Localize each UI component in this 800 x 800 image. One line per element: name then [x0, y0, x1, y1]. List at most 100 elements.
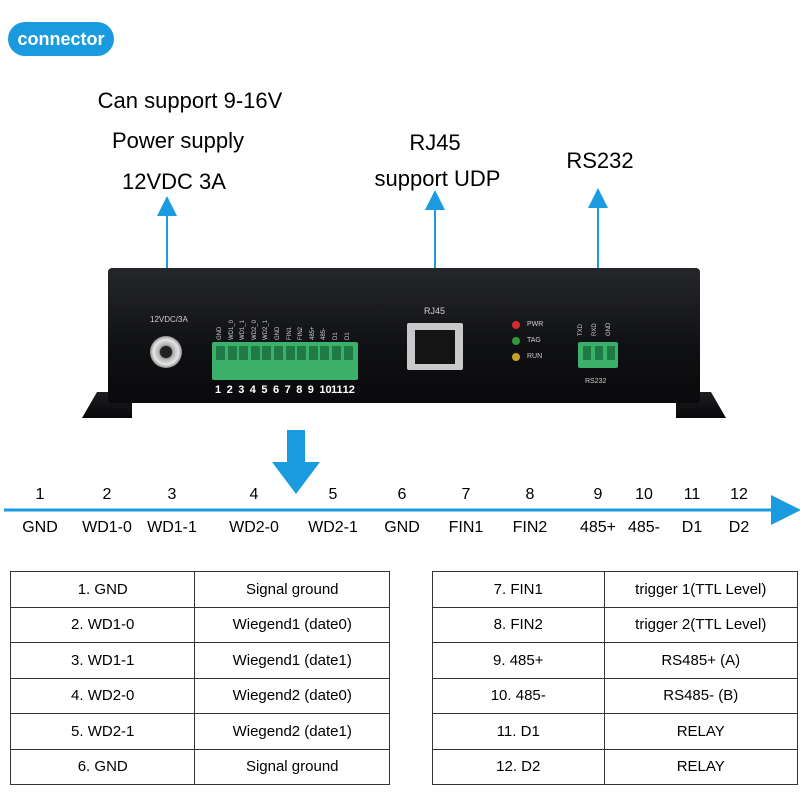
pin-description-cell: trigger 1(TTL Level) — [603, 571, 798, 608]
terminal-screw — [320, 346, 330, 360]
terminal-pin-label: WD1_0 — [228, 319, 235, 340]
power-annotation-line-1: Can support 9-16V — [97, 88, 283, 113]
led-run-label: RUN — [527, 353, 543, 360]
pin-number: 8 — [525, 486, 535, 503]
device-front-panel — [108, 268, 700, 403]
rs232-device-label: RS232 — [585, 378, 607, 385]
terminal-screw — [227, 346, 237, 360]
led-pwr-label: PWR — [527, 321, 544, 328]
terminal-screw — [216, 346, 225, 360]
rs232-pin-label-gnd: GND — [606, 322, 612, 336]
pin-name-cell: 10. 485- — [432, 677, 605, 714]
rs232-pin-label-rxd: RXD — [592, 323, 598, 336]
pin-description-cell: Wiegend2 (date0) — [194, 677, 390, 714]
pin-signal-label: WD1-0 — [82, 519, 132, 536]
pin-name-cell: 11. D1 — [432, 713, 605, 750]
pin-number: 12 — [730, 486, 748, 503]
rs232-annotation: RS232 — [566, 148, 634, 173]
rs232-pin-label-txd: TXD — [578, 324, 584, 336]
pin-signal-label: FIN1 — [448, 519, 484, 536]
pin-description-cell: RS485+ (A) — [603, 642, 798, 679]
pin-signal-label: WD1-1 — [147, 519, 197, 536]
power-annotation-line-2: Power supply — [111, 128, 245, 153]
terminal-pin-label: 485+ — [309, 326, 316, 340]
terminal-pin-label: 485- — [321, 327, 328, 340]
terminal-pin-label: WD2_1 — [263, 319, 270, 340]
pin-description-cell: Wiegend2 (date1) — [194, 713, 390, 750]
terminal-screw — [343, 346, 353, 360]
terminal-number: 10 — [319, 384, 332, 396]
rj45-port-opening — [415, 330, 455, 364]
terminal-pin-label: GND — [217, 326, 223, 340]
power-annotation-line-3: 12VDC 3A — [122, 169, 226, 194]
pin-signal-label: GND — [22, 519, 58, 536]
table-row: 9. 485+RS485+ (A) — [432, 642, 798, 679]
pin-number: 6 — [397, 486, 407, 503]
pin-name-cell: 2. WD1-0 — [9, 606, 196, 643]
terminal-number: 9 — [307, 384, 314, 396]
led-tag-label: TAG — [527, 337, 541, 344]
pin-description-cell: Wiegend1 (date1) — [194, 642, 390, 679]
terminal-number: 4 — [249, 384, 256, 396]
terminal-number: 1 — [215, 384, 222, 396]
pin-name-cell: 9. 485+ — [432, 642, 605, 679]
terminal-screw — [297, 346, 307, 360]
terminal-pin-label: D1 — [333, 332, 339, 340]
pin-description-cell: Signal ground — [194, 748, 390, 785]
terminal-pin-label: WD2_0 — [251, 319, 258, 340]
pin-description-cell: Wiegend1 (date0) — [194, 606, 390, 643]
pin-description-cell: Signal ground — [194, 571, 390, 608]
terminal-number: 7 — [284, 384, 291, 396]
rj45-device-label: RJ45 — [424, 306, 446, 316]
pin-name-cell: 4. WD2-0 — [9, 677, 196, 714]
pin-name-cell: 1. GND — [9, 571, 196, 608]
terminal-number: 6 — [273, 384, 280, 396]
rj45-annotation-line-2: support UDP — [374, 166, 501, 191]
terminal-pin-label: D1 — [344, 332, 351, 340]
pin-name-cell: 7. FIN1 — [432, 571, 605, 608]
terminal-screw — [285, 346, 295, 360]
terminal-pin-label: WD1_1 — [240, 319, 247, 340]
terminal-number: 5 — [261, 384, 268, 396]
pin-number: 5 — [328, 486, 338, 503]
pin-name-cell: 6. GND — [9, 748, 196, 785]
pin-number: 10 — [635, 486, 653, 503]
terminal-pin-label: FIN2 — [298, 326, 305, 340]
terminal-number: 8 — [296, 384, 303, 396]
terminal-screw — [308, 346, 318, 360]
pin-signal-label: 485- — [627, 519, 661, 536]
terminal-screw — [262, 346, 272, 360]
pin-number: 2 — [102, 486, 112, 503]
terminal-screw — [274, 346, 283, 360]
pin-signal-label: 485+ — [579, 519, 617, 536]
down-arrow — [272, 430, 320, 494]
terminal-pin-label: GND — [275, 326, 281, 340]
pin-number: 11 — [683, 486, 701, 503]
terminal-screw — [332, 346, 341, 360]
pin-signal-label: WD2-1 — [308, 519, 358, 536]
terminal-number: 11 — [331, 384, 343, 396]
led-run — [512, 353, 520, 361]
terminal-pin-label: FIN1 — [286, 326, 293, 340]
terminal-screw — [239, 346, 249, 360]
pin-description-cell: RS485- (B) — [603, 677, 798, 714]
pin-number: 4 — [249, 486, 259, 503]
pin-signal-label: WD2-0 — [229, 519, 279, 536]
pin-name-cell: 3. WD1-1 — [9, 642, 196, 679]
pin-number: 9 — [593, 486, 603, 503]
rs232-screw — [595, 346, 603, 360]
terminal-number: 2 — [226, 384, 233, 396]
pin-signal-label: D1 — [681, 519, 703, 536]
table-row: 10. 485-RS485- (B) — [432, 677, 798, 714]
connector-badge: connector — [8, 22, 114, 56]
pin-description-cell: trigger 2(TTL Level) — [603, 606, 798, 643]
